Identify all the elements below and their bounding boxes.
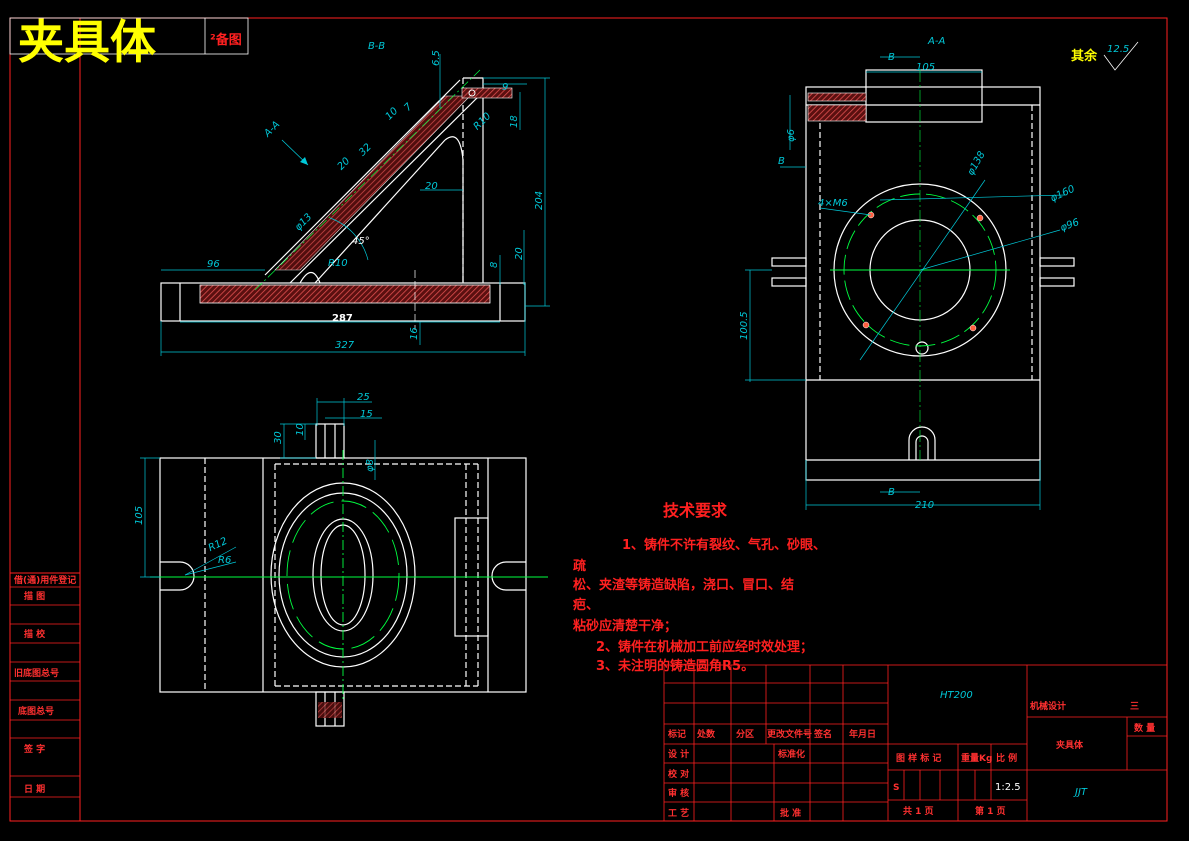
svg-text:粘砂应清楚干净；: 粘砂应清楚干净；	[572, 618, 677, 634]
svg-text:疤、: 疤、	[573, 597, 599, 613]
svg-text:数 量: 数 量	[1134, 722, 1155, 734]
title-block: HT200 机械设计 三 夹具体 数 量 JJT 标记 处数 分区 更改文件号 …	[663, 664, 1168, 822]
svg-text:45°: 45°	[352, 236, 370, 247]
svg-text:10: 10	[384, 106, 401, 123]
sheet-tag: ²备图	[210, 32, 242, 48]
svg-text:更改文件号: 更改文件号	[767, 728, 812, 740]
svg-text:R12: R12	[207, 536, 229, 554]
roughness-note: 其余 12.5	[1071, 41, 1139, 71]
tech-requirements: 技术要求 1、铸件不许有裂纹、气孔、砂眼、 疏 松、夹渣等铸造缺陷，浇口、冒口、…	[572, 501, 826, 674]
sheet-border	[9, 17, 1168, 822]
svg-text:描 校: 描 校	[24, 628, 46, 640]
svg-text:描 图: 描 图	[24, 590, 45, 602]
svg-text:第 1 页: 第 1 页	[975, 805, 1006, 817]
svg-text:比 例: 比 例	[996, 752, 1017, 764]
svg-text:6.5: 6.5	[431, 50, 442, 66]
view-bb: B-B A-A	[160, 41, 550, 356]
svg-text:审 核: 审 核	[668, 787, 689, 799]
svg-text:φ96: φ96	[1059, 217, 1081, 234]
bb-arm-section	[274, 95, 471, 271]
sheet-number: 三	[1130, 701, 1139, 712]
svg-text:R10: R10	[472, 111, 494, 133]
svg-text:签名: 签名	[813, 728, 832, 740]
svg-text:φ6: φ6	[786, 129, 797, 142]
svg-text:287: 287	[332, 313, 353, 324]
svg-text:共 1 页: 共 1 页	[903, 805, 934, 817]
svg-text:处数: 处数	[696, 728, 716, 740]
svg-text:R6: R6	[218, 555, 231, 566]
svg-text:3、未注明的铸造圆角R5。: 3、未注明的铸造圆角R5。	[596, 658, 754, 674]
svg-text:φ13: φ13	[293, 212, 314, 233]
svg-text:借(通)用件登记: 借(通)用件登记	[13, 574, 76, 586]
view-aa: A-A	[739, 36, 1081, 511]
school-name: 机械设计	[1030, 700, 1066, 712]
svg-text:10: 10	[295, 423, 306, 436]
svg-text:100.5: 100.5	[739, 311, 750, 340]
drawing-title: 夹具体	[18, 15, 156, 69]
svg-text:B: B	[888, 52, 895, 63]
svg-text:25: 25	[357, 392, 370, 403]
svg-text:标记: 标记	[667, 728, 686, 740]
svg-text:96: 96	[207, 259, 220, 270]
svg-text:年月日: 年月日	[849, 728, 876, 740]
svg-text:φ8: φ8	[365, 459, 376, 472]
svg-text:φ160: φ160	[1049, 184, 1077, 205]
bb-view-label: B-B	[368, 41, 385, 52]
view-plan: 25 15 30 10 φ8 105 R12 R6	[134, 392, 548, 727]
svg-text:φ138: φ138	[965, 150, 987, 178]
roughness-label: 其余	[1071, 48, 1098, 64]
svg-text:校 对: 校 对	[668, 768, 689, 780]
drawing-code: JJT	[1073, 787, 1088, 798]
svg-text:工 艺: 工 艺	[668, 807, 689, 819]
tech-heading: 技术要求	[663, 501, 728, 520]
svg-text:疏: 疏	[573, 558, 586, 574]
svg-text:2、铸件在机械加工前应经时效处理；: 2、铸件在机械加工前应经时效处理；	[596, 639, 813, 655]
svg-text:8: 8	[489, 262, 500, 268]
svg-text:18: 18	[509, 115, 520, 128]
left-strip: 借(通)用件登记 描 图 描 校 旧底图总号 底图总号 签 字 日 期	[10, 574, 80, 798]
title-area: 夹具体 ²备图	[9, 15, 249, 69]
svg-text:15: 15	[360, 409, 373, 420]
svg-text:S: S	[893, 783, 899, 793]
svg-text:签 字: 签 字	[23, 743, 45, 755]
svg-text:20: 20	[425, 181, 438, 192]
aa-view-label: A-A	[927, 36, 945, 47]
svg-text:204: 204	[534, 191, 545, 210]
svg-text:重量Kg: 重量Kg	[961, 752, 992, 764]
svg-text:设 计: 设 计	[668, 748, 689, 760]
svg-text:1、铸件不许有裂纹、气孔、砂眼、: 1、铸件不许有裂纹、气孔、砂眼、	[622, 537, 826, 553]
svg-text:30: 30	[273, 431, 284, 444]
svg-text:327: 327	[335, 340, 355, 351]
svg-text:20: 20	[514, 247, 525, 260]
svg-text:16: 16	[409, 327, 420, 340]
scale: 1:2.5	[995, 782, 1021, 793]
svg-text:105: 105	[916, 62, 935, 73]
svg-text:B: B	[778, 156, 785, 167]
svg-text:4×M6: 4×M6	[818, 198, 848, 209]
svg-text:标准化: 标准化	[777, 748, 805, 760]
svg-text:105: 105	[134, 506, 145, 525]
aa-top-section	[807, 104, 867, 122]
roughness-value: 12.5	[1107, 44, 1129, 55]
svg-text:7: 7	[402, 101, 415, 114]
svg-text:32: 32	[357, 142, 374, 159]
bb-base-section	[199, 284, 491, 304]
svg-text:旧底图总号: 旧底图总号	[14, 667, 59, 679]
svg-text:批 准: 批 准	[780, 807, 801, 819]
svg-text:底图总号: 底图总号	[18, 705, 54, 717]
svg-text:图 样 标 记: 图 样 标 记	[896, 752, 941, 764]
svg-text:20: 20	[336, 156, 353, 173]
svg-text:R10: R10	[328, 258, 348, 269]
svg-text:B: B	[888, 487, 895, 498]
svg-text:210: 210	[915, 500, 934, 511]
svg-text:9: 9	[502, 82, 508, 93]
svg-text:松、夹渣等铸造缺陷，浇口、冒口、结: 松、夹渣等铸造缺陷，浇口、冒口、结	[573, 577, 794, 593]
svg-text:日 期: 日 期	[24, 783, 45, 795]
material: HT200	[940, 690, 973, 701]
aa-marker: A-A	[262, 119, 283, 140]
svg-text:分区: 分区	[736, 728, 754, 740]
part-name: 夹具体	[1056, 739, 1084, 751]
